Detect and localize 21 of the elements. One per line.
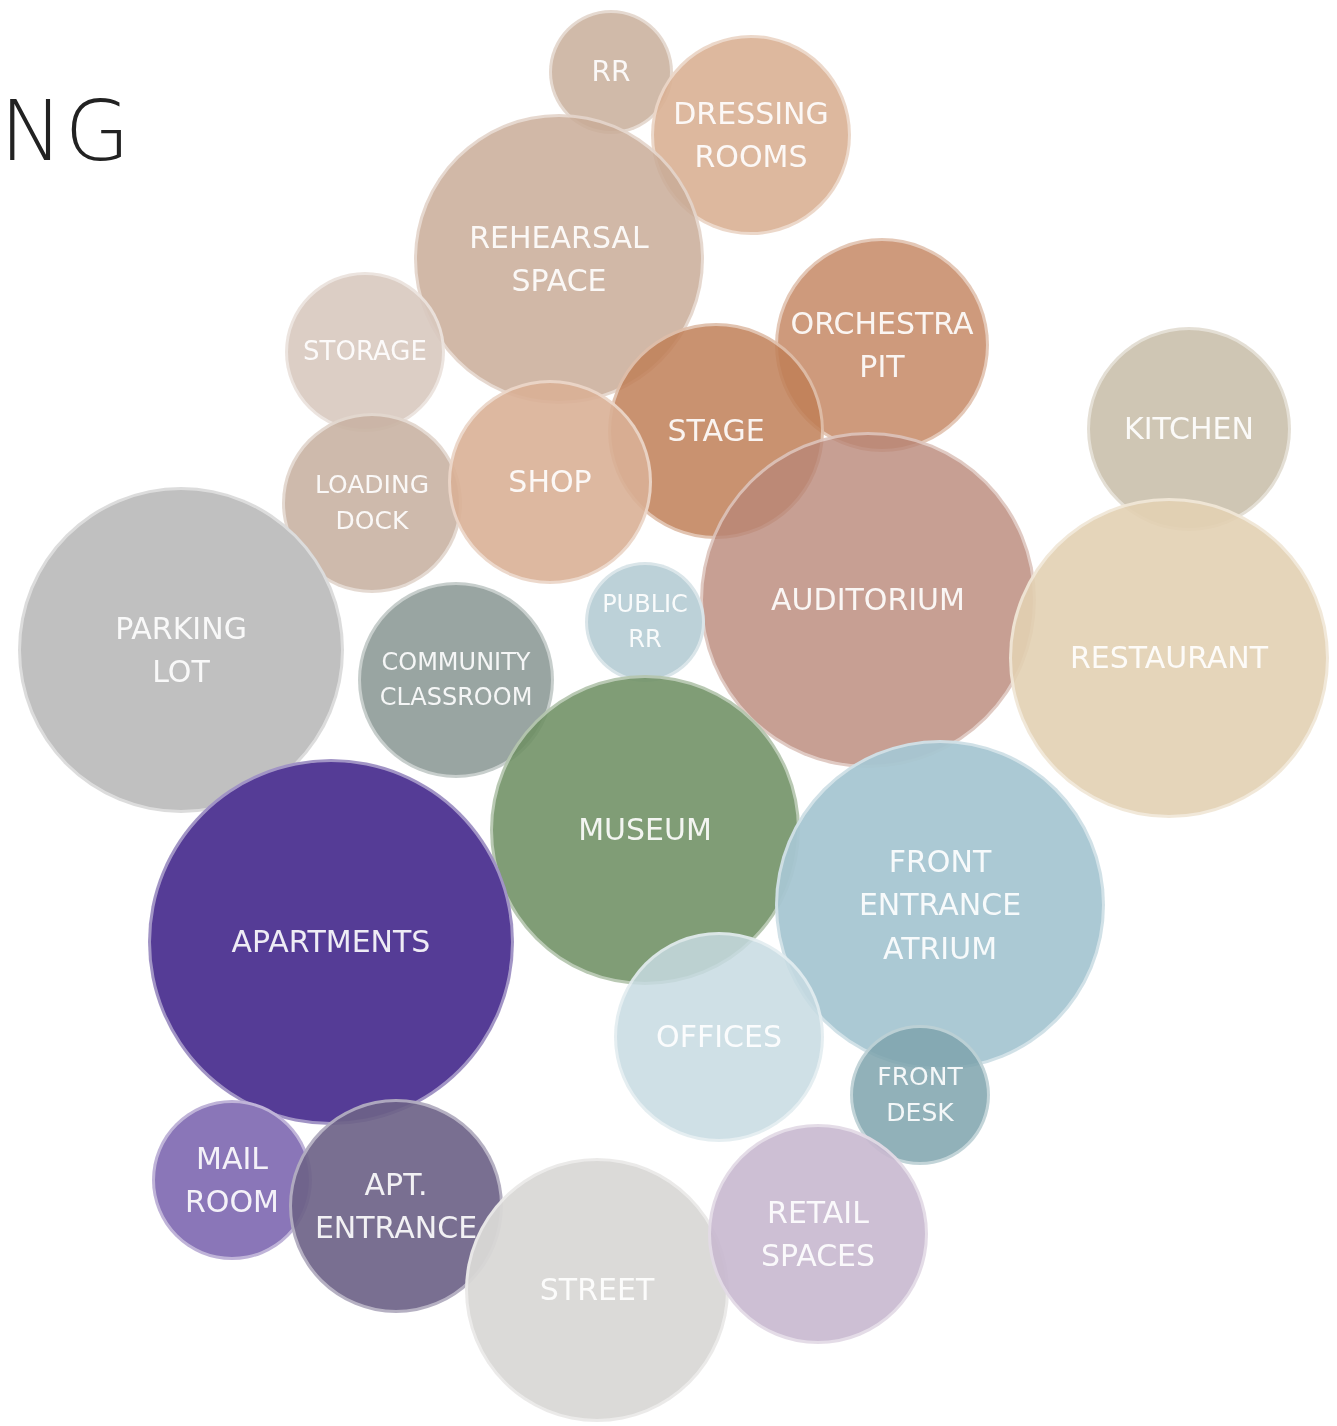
space-label: KITCHEN bbox=[1123, 410, 1255, 449]
space-label: STAGE bbox=[666, 412, 766, 451]
space-label: RESTAURANT bbox=[1068, 639, 1270, 678]
space-label: PARKING LOT bbox=[114, 609, 248, 691]
space-label: MAIL ROOM bbox=[184, 1139, 280, 1221]
space-label: SHOP bbox=[507, 463, 593, 502]
space-label: RR bbox=[590, 53, 632, 90]
space-label: FRONT DESK bbox=[876, 1060, 964, 1129]
space-label: RETAIL SPACES bbox=[759, 1193, 877, 1275]
space-label: APARTMENTS bbox=[230, 923, 432, 962]
space-label: PUBLIC RR bbox=[601, 589, 689, 655]
space-label: FRONT ENTRANCE ATRIUM bbox=[857, 842, 1023, 968]
space-label: COMMUNITY CLASSROOM bbox=[378, 647, 534, 713]
title-text: NG bbox=[0, 82, 132, 180]
space-label: LOADING DOCK bbox=[313, 468, 431, 537]
space-label: DRESSING ROOMS bbox=[672, 94, 830, 176]
space-label: MUSEUM bbox=[577, 811, 713, 850]
space-label: REHEARSAL SPACE bbox=[468, 218, 650, 300]
space-label: APT. ENTRANCE bbox=[313, 1165, 479, 1247]
space-label: AUDITORIUM bbox=[770, 581, 966, 620]
space-label: ORCHESTRA PIT bbox=[789, 304, 975, 386]
